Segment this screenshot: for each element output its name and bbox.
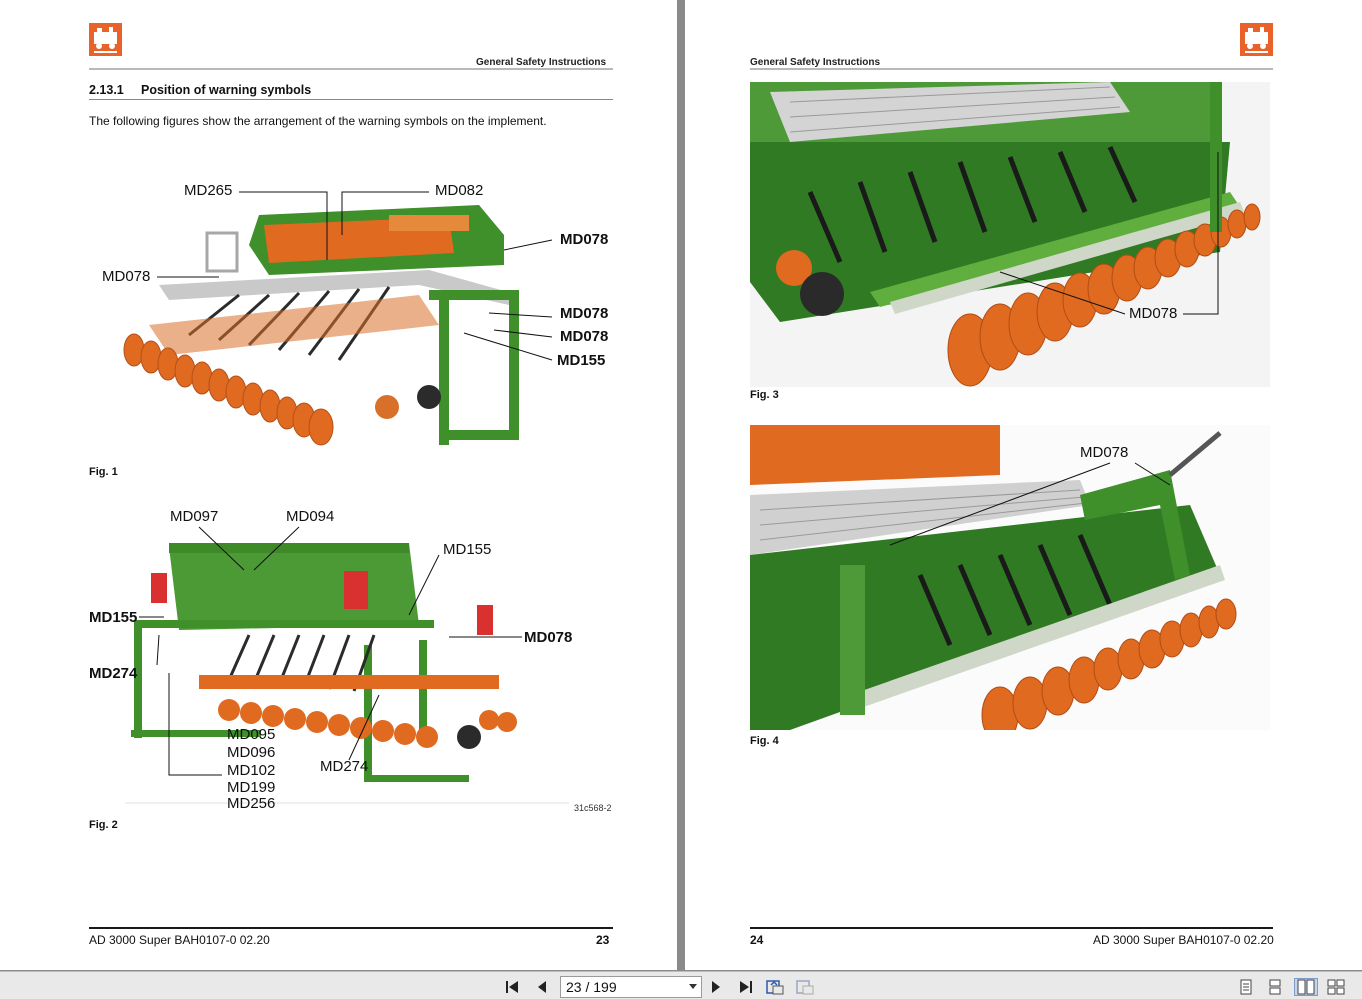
- fit-width-icon[interactable]: [765, 978, 785, 996]
- figure-1-caption: Fig. 1: [89, 466, 118, 478]
- section-rule: [89, 99, 613, 100]
- page-number: 24: [750, 933, 764, 947]
- footer-doc-ref: AD 3000 Super BAH0107-0 02.20: [89, 933, 270, 947]
- seed-drill-illustration-2: [125, 526, 569, 804]
- brand-logo-icon: [1245, 27, 1268, 53]
- figure-4: MD078: [750, 425, 1270, 730]
- figure-3: MD078: [750, 82, 1270, 387]
- figure-4-caption: Fig. 4: [750, 735, 779, 747]
- fit-page-icon[interactable]: [795, 978, 815, 996]
- page-number: 23: [596, 933, 610, 947]
- header-rule: [750, 68, 1273, 70]
- first-page-icon[interactable]: [503, 978, 523, 996]
- callout-md199: MD199: [227, 779, 276, 796]
- callout-md274-b: MD274: [320, 758, 369, 775]
- callout-md155: MD155: [557, 352, 606, 369]
- page-indicator-select[interactable]: 23 / 199: [560, 976, 702, 998]
- callout-md078-c: MD078: [560, 305, 609, 322]
- callout-md256: MD256: [227, 795, 276, 812]
- prev-page-icon[interactable]: [532, 978, 552, 996]
- figure-2: MD097 MD094 MD155 MD155 MD078 MD274 MD09…: [89, 505, 613, 815]
- document-page-right: General Safety Instructions: [685, 0, 1362, 970]
- brand-logo: [89, 23, 122, 56]
- callout-md078-d: MD078: [560, 328, 609, 345]
- callout-md082: MD082: [435, 182, 484, 199]
- footer-rule: [89, 927, 613, 929]
- next-page-icon[interactable]: [706, 978, 726, 996]
- section-number: 2.13.1: [89, 83, 124, 97]
- callout-md094: MD094: [286, 508, 335, 525]
- running-header: General Safety Instructions: [750, 57, 881, 68]
- single-page-icon[interactable]: [1236, 978, 1256, 996]
- figure-2-caption: Fig. 2: [89, 819, 118, 831]
- figure-3-caption: Fig. 3: [750, 389, 779, 401]
- page-indicator-text: 23 / 199: [566, 979, 617, 995]
- two-page-icon[interactable]: [1294, 978, 1318, 996]
- callout-md078-a: MD078: [560, 231, 609, 248]
- callout-md155-b: MD155: [89, 609, 138, 626]
- document-page-left: General Safety Instructions 2.13.1 Posit…: [0, 0, 677, 970]
- running-header: General Safety Instructions: [476, 57, 607, 68]
- callout-md078-b: MD078: [102, 268, 151, 285]
- section-title: Position of warning symbols: [141, 83, 312, 97]
- callout-md078: MD078: [524, 629, 573, 646]
- callout-md265: MD265: [184, 182, 233, 199]
- callout-md102: MD102: [227, 762, 276, 779]
- callout-md097: MD097: [170, 508, 219, 525]
- callout-md095: MD095: [227, 726, 276, 743]
- continuous-icon[interactable]: [1265, 978, 1285, 996]
- chevron-down-icon[interactable]: [689, 984, 697, 989]
- header-rule: [89, 68, 613, 70]
- figure-1: MD265 MD082 MD078 MD078 MD078 MD078 MD15…: [89, 175, 613, 460]
- footer-rule: [750, 927, 1273, 929]
- seed-drill-photo-3: [750, 82, 1270, 387]
- brand-logo: [1240, 23, 1273, 56]
- callout-md096: MD096: [227, 744, 276, 761]
- callout-md078: MD078: [1129, 305, 1178, 322]
- callout-md274-a: MD274: [89, 665, 138, 682]
- seed-drill-photo-4: [750, 425, 1270, 730]
- viewer-toolbar: 23 / 199: [0, 971, 1362, 999]
- intro-text: The following figures show the arrangeme…: [89, 114, 547, 128]
- callout-md155-a: MD155: [443, 541, 492, 558]
- two-page-continuous-icon[interactable]: [1326, 978, 1346, 996]
- brand-logo-icon: [94, 27, 117, 53]
- image-code: 31c568-2: [574, 803, 612, 813]
- last-page-icon[interactable]: [735, 978, 755, 996]
- seed-drill-illustration-1: [123, 191, 553, 446]
- footer-doc-ref: AD 3000 Super BAH0107-0 02.20: [1093, 933, 1274, 947]
- callout-md078: MD078: [1080, 444, 1129, 461]
